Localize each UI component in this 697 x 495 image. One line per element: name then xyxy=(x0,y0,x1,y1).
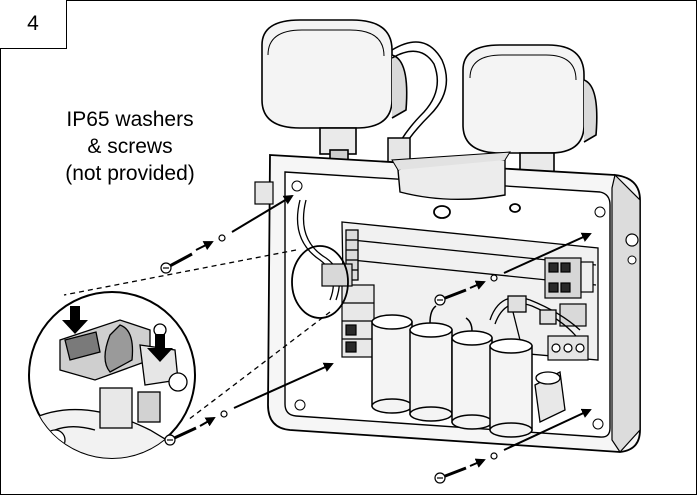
washer-icon xyxy=(220,410,228,418)
internal-wiring xyxy=(296,199,581,341)
washer-icon xyxy=(218,234,226,242)
battery-pack xyxy=(371,305,533,438)
zoom-target-circle xyxy=(291,245,349,319)
caption: IP65 washers & screws (not provided) xyxy=(22,106,238,187)
left-terminal-block xyxy=(321,263,375,358)
washer-icon xyxy=(490,274,498,282)
screw-set-right xyxy=(434,232,592,306)
caption-line-1: IP65 washers xyxy=(66,108,194,131)
caption-line-3: (not provided) xyxy=(65,162,195,185)
caption-line-2: & screws xyxy=(87,135,173,158)
screw-set-bottom-right xyxy=(434,408,592,484)
screw-set-top-left xyxy=(160,194,294,274)
screw-icon xyxy=(434,466,467,484)
step-number-box: 4 xyxy=(0,0,67,49)
terminal-block-lower-right xyxy=(547,303,589,361)
zoom-leader-lines xyxy=(63,249,331,421)
screw-icon xyxy=(434,288,467,306)
step-number: 4 xyxy=(27,12,39,35)
washer-icon xyxy=(490,452,498,460)
lamp-head-right xyxy=(462,44,598,176)
terminal-block-upper-right xyxy=(544,257,594,299)
screw-icon xyxy=(160,252,193,274)
lamp-head-left xyxy=(261,19,408,165)
mounting-bracket xyxy=(534,370,566,423)
arrow-icon xyxy=(62,306,173,362)
screw-icon xyxy=(164,426,197,446)
screw-set-bottom-left xyxy=(164,362,334,446)
